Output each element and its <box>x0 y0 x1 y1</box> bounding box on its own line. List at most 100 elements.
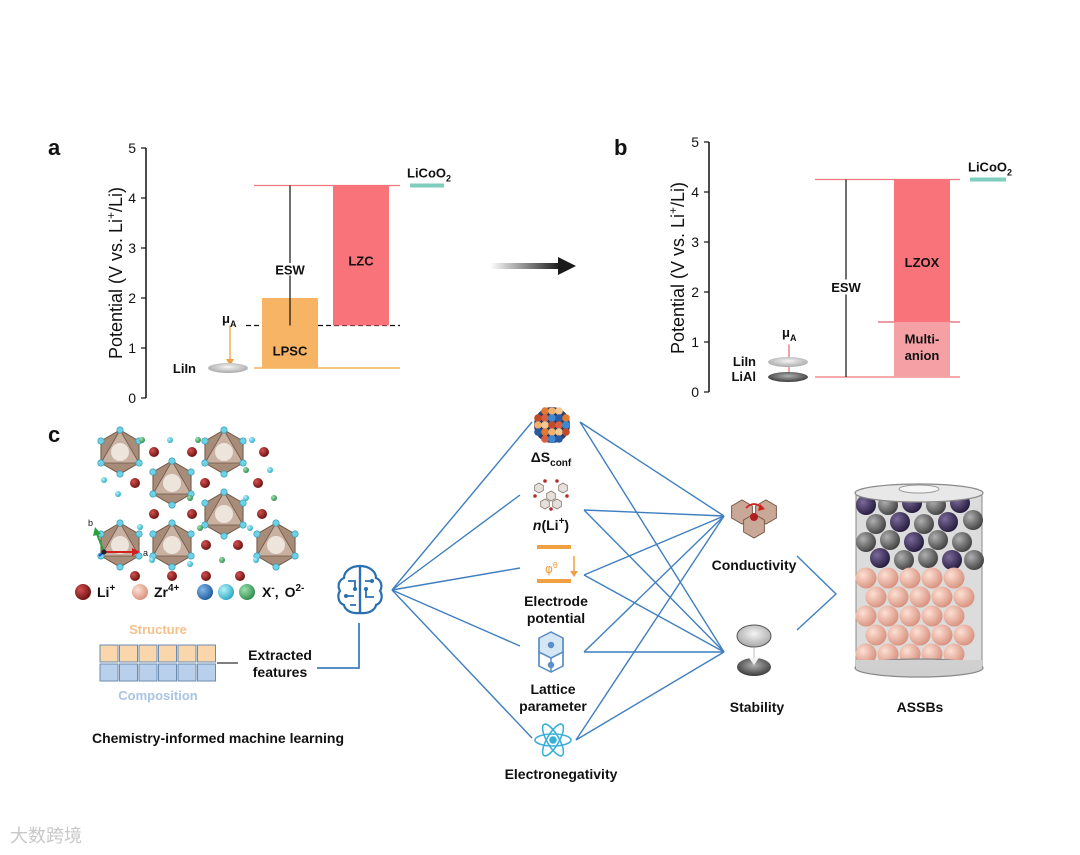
electrolyte-particle <box>931 586 953 608</box>
panel-b-y-axis-label: Potential (V vs. Li+/Li) <box>666 182 688 354</box>
x-ion-swatch-green <box>239 584 255 600</box>
li-concentration-label: n(Li+) <box>533 516 569 533</box>
anion <box>137 524 143 530</box>
li-dot <box>565 494 569 498</box>
anion <box>267 467 273 473</box>
entropy-label: ΔSconf <box>531 449 572 469</box>
network-link <box>796 555 838 631</box>
carbon-particle <box>952 532 972 552</box>
network-link <box>391 589 533 739</box>
li-ion-swatch <box>75 584 91 600</box>
zr-octahedron <box>97 426 143 478</box>
feature-table-cells <box>99 644 216 682</box>
network-link <box>391 494 521 591</box>
hex-cell <box>558 482 568 494</box>
electrolyte-particle <box>855 643 877 665</box>
hex-cell <box>546 490 556 502</box>
y-tick-label: 4 <box>691 184 699 200</box>
anion <box>271 495 277 501</box>
cathode-particle <box>938 512 958 532</box>
panel-letter-a: a <box>48 135 61 160</box>
carbon-particle <box>918 548 938 568</box>
bar-label-multi-anion-line1: Multi- <box>905 332 940 347</box>
entropy-atom <box>548 421 556 429</box>
li-ion <box>130 571 140 581</box>
anion <box>101 477 107 483</box>
assbs-label: ASSBs <box>897 699 944 715</box>
network-link <box>391 589 521 647</box>
carbon-particle <box>964 550 984 570</box>
electrolyte-particle <box>887 586 909 608</box>
composition-label: Composition <box>118 688 197 703</box>
lial-disc <box>768 372 808 382</box>
electrolyte-particle <box>855 605 877 627</box>
entropy-icon <box>534 407 570 443</box>
structure-label: Structure <box>129 622 187 637</box>
watermark: 大数跨境 <box>10 826 82 847</box>
y-tick-label: 4 <box>128 190 136 206</box>
mu-a-arrow-head <box>226 359 234 366</box>
panel-letter-c: c <box>48 422 60 447</box>
extracted-features-line2: features <box>253 664 308 680</box>
network-connections <box>391 421 838 741</box>
licoo2-label: LiCoO2 <box>407 166 451 184</box>
electrode-potential-icon: φθ <box>537 545 578 583</box>
entropy-atom <box>555 435 563 443</box>
y-tick-label: 3 <box>691 234 699 250</box>
entropy-atom <box>548 435 556 443</box>
li-ion <box>750 513 758 521</box>
li-dot <box>533 494 537 498</box>
entropy-atom <box>562 414 570 422</box>
brain-icon <box>337 564 383 615</box>
anion <box>253 557 259 563</box>
y-tick-label: 3 <box>128 240 136 256</box>
electrolyte-particle <box>899 605 921 627</box>
carbon-particle <box>963 510 983 530</box>
axis-a-label: a <box>143 548 148 558</box>
electrolyte-particle <box>877 567 899 589</box>
zr-octahedron <box>201 488 247 540</box>
lial-label: LiAl <box>731 369 756 384</box>
stability-label: Stability <box>730 699 785 715</box>
feature-table: Structure Composition Extracted features <box>99 622 360 703</box>
electrolyte-particle <box>943 643 965 665</box>
li-ion <box>201 571 211 581</box>
li-ion <box>257 509 267 519</box>
li-dot <box>555 479 559 483</box>
electrolyte-particle <box>931 624 953 646</box>
entropy-atom <box>534 421 542 429</box>
y-tick-label: 5 <box>128 140 136 156</box>
electrolyte-particle <box>921 605 943 627</box>
x-ion-swatch-blue <box>197 584 213 600</box>
y-tick-label: 2 <box>128 290 136 306</box>
conductivity-octahedron <box>743 513 765 539</box>
electrolyte-particle <box>909 586 931 608</box>
network-link <box>583 515 725 653</box>
entropy-atom <box>541 428 549 436</box>
zr-ion-label: Zr4+ <box>154 583 180 600</box>
battery-terminal <box>898 484 940 494</box>
entropy-atom <box>541 407 549 415</box>
panel-c: c b a Li+ Zr4+ X-,O2- Structure <box>48 407 984 782</box>
electrolyte-particle <box>855 567 877 589</box>
carbon-particle <box>914 514 934 534</box>
structure-cell <box>99 644 119 663</box>
a-to-b-arrow <box>490 257 576 275</box>
lattice-hexagon-icon <box>533 479 569 511</box>
electrode-potential-label-line2: potential <box>527 610 585 626</box>
anion <box>115 491 121 497</box>
structure-cell <box>158 644 177 663</box>
li-ion <box>200 478 210 488</box>
entropy-atom <box>562 421 570 429</box>
x-o-anion-label: X-,O2- <box>262 583 304 600</box>
electrolyte-particle <box>877 605 899 627</box>
entropy-atom <box>562 428 570 436</box>
panel-a-y-axis-label: Potential (V vs. Li+/Li) <box>104 187 126 359</box>
entropy-atom <box>534 414 542 422</box>
cathode-particle <box>890 512 910 532</box>
entropy-atom <box>541 414 549 422</box>
li-ion <box>253 478 263 488</box>
